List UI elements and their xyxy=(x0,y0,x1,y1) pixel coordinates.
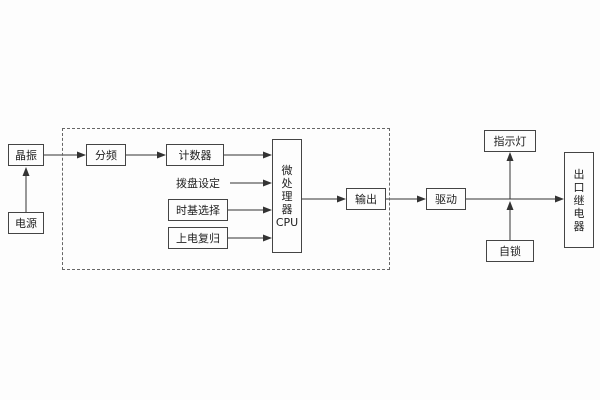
block-timebase-select: 时基选择 xyxy=(168,199,228,221)
block-outlet-relay: 出 口 继 电 器 xyxy=(564,152,594,248)
block-output: 输出 xyxy=(346,188,386,210)
block-frequency-divider: 分频 xyxy=(86,144,126,166)
block-microprocessor-cpu: 微 处 理 器 CPU xyxy=(272,139,302,253)
block-power-supply: 电源 xyxy=(8,212,44,234)
block-crystal-oscillator: 晶振 xyxy=(8,144,44,166)
dashed-module-frame xyxy=(62,128,390,270)
block-self-lock: 自锁 xyxy=(486,240,534,262)
block-drive: 驱动 xyxy=(426,188,466,210)
block-counter: 计数器 xyxy=(166,144,224,166)
block-power-on-reset: 上电复归 xyxy=(168,227,228,249)
label-dial-setting: 拨盘设定 xyxy=(176,176,220,190)
block-indicator-light: 指示灯 xyxy=(484,130,536,152)
